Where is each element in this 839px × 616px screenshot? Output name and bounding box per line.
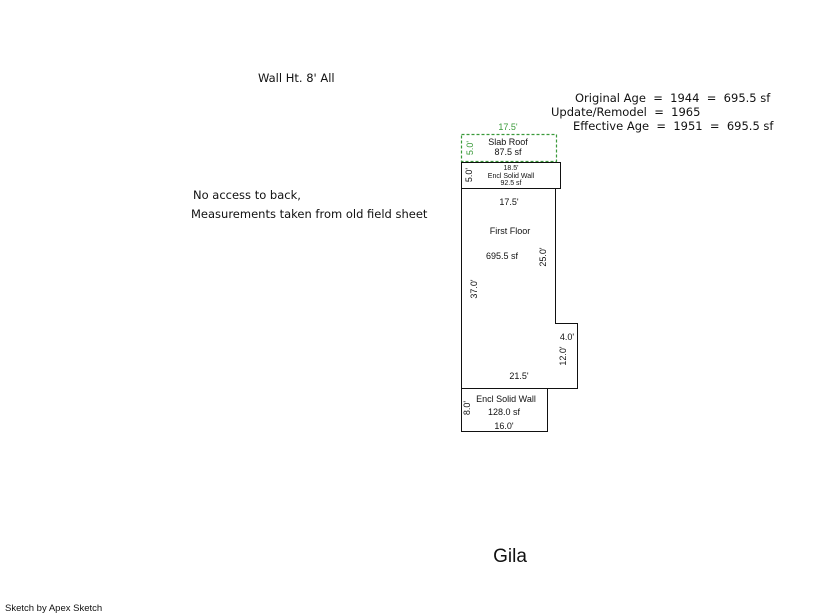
encl-wall-top-area: 18.5' Encl Solid Wall 92.5 sf 5.0' bbox=[461, 162, 561, 189]
wall-height-note: Wall Ht. 8' All bbox=[258, 71, 335, 85]
effective-age-line: Effective Age = 1951 = 695.5 sf bbox=[573, 119, 774, 133]
first-floor-left-dim: 37.0' bbox=[469, 279, 479, 299]
encl-wall-bottom-outline bbox=[461, 388, 548, 432]
encl-wall-top-area-label: 92.5 sf bbox=[500, 180, 521, 187]
first-floor-area: 17.5' First Floor 695.5 sf 25.0' 37.0' 4… bbox=[461, 188, 578, 389]
encl-wall-top-top-dim: 18.5' bbox=[504, 165, 519, 172]
first-floor-notch-top-dim: 4.0' bbox=[560, 332, 575, 342]
footer-credit: Sketch by Apex Sketch bbox=[5, 603, 103, 614]
first-floor-bottom-dim: 21.5' bbox=[509, 371, 529, 381]
access-note-line1: No access to back, bbox=[193, 188, 301, 202]
first-floor-top-dim: 17.5' bbox=[499, 197, 519, 207]
encl-wall-top-outline bbox=[461, 162, 561, 189]
encl-wall-bottom-area-label: 128.0 sf bbox=[488, 407, 521, 417]
original-age-line: Original Age = 1944 = 695.5 sf bbox=[575, 91, 771, 105]
access-note-line2: Measurements taken from old field sheet bbox=[191, 207, 428, 221]
slab-roof-label: Slab Roof bbox=[488, 137, 528, 147]
update-remodel-line: Update/Remodel = 1965 bbox=[551, 105, 701, 119]
encl-wall-bottom-area: Encl Solid Wall 128.0 sf 16.0' 8.0' bbox=[461, 388, 548, 432]
first-floor-area-label: 695.5 sf bbox=[486, 251, 519, 261]
encl-wall-top-side-dim: 5.0' bbox=[464, 168, 474, 183]
encl-wall-bottom-side-dim: 8.0' bbox=[462, 401, 472, 416]
first-floor-notch-side-dim: 12.0' bbox=[558, 346, 568, 366]
encl-wall-bottom-bottom-dim: 16.0' bbox=[494, 421, 514, 431]
slab-roof-area: 17.5' 5.0' Slab Roof 87.5 sf bbox=[460, 122, 558, 163]
location-label: Gila bbox=[493, 546, 527, 567]
first-floor-label: First Floor bbox=[490, 226, 531, 236]
slab-roof-side-dim: 5.0' bbox=[465, 141, 475, 156]
slab-roof-outline bbox=[460, 133, 558, 163]
encl-wall-top-label: Encl Solid Wall bbox=[488, 173, 535, 180]
first-floor-outline bbox=[461, 188, 578, 389]
first-floor-right-dim: 25.0' bbox=[538, 247, 548, 267]
slab-roof-area-label: 87.5 sf bbox=[494, 147, 522, 157]
encl-wall-bottom-label: Encl Solid Wall bbox=[476, 394, 536, 404]
slab-roof-top-dim: 17.5' bbox=[498, 122, 518, 132]
